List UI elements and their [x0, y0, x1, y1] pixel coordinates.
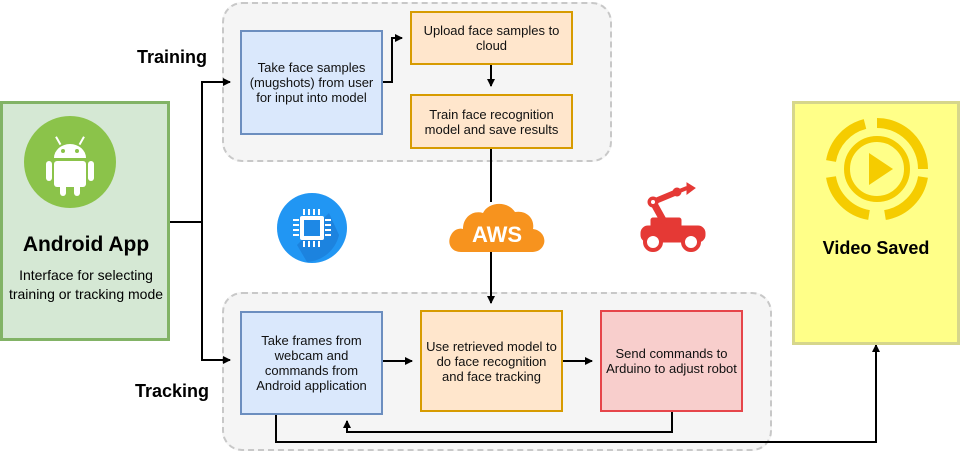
- video-play-icon: [826, 118, 928, 220]
- aws-text: AWS: [472, 222, 522, 247]
- take-face-samples-text: Take face samples (mugshots) from user f…: [249, 60, 374, 105]
- use-model-node: Use retrieved model to do face recogniti…: [420, 310, 563, 412]
- take-frames-text: Take frames from webcam and commands fro…: [256, 333, 367, 393]
- robot-arm-icon: [635, 180, 711, 256]
- train-model-text: Train face recognition model and save re…: [424, 106, 559, 137]
- chip-icon: [277, 193, 347, 263]
- upload-samples-node: Upload face samples to cloud: [410, 11, 573, 65]
- tracking-label: Tracking: [135, 381, 210, 401]
- take-frames-node: Take frames from webcam and commands fro…: [240, 311, 383, 415]
- send-commands-text: Send commands to Arduino to adjust robot: [606, 346, 737, 376]
- train-model-node: Train face recognition model and save re…: [410, 94, 573, 149]
- use-model-text: Use retrieved model to do face recogniti…: [426, 338, 557, 384]
- android-icon: [24, 116, 116, 208]
- android-app-description: Interface for selecting training or trac…: [8, 267, 164, 302]
- upload-samples-text: Upload face samples to cloud: [423, 23, 560, 53]
- android-app-box: [0, 101, 170, 341]
- training-label: Training: [137, 47, 208, 67]
- edge-app-to-training: [170, 78, 231, 223]
- take-face-samples-node: Take face samples (mugshots) from user f…: [240, 30, 383, 135]
- aws-cloud-icon: AWS: [449, 203, 545, 252]
- android-app-title: Android App: [22, 233, 150, 256]
- video-saved-title: Video Saved: [822, 238, 930, 258]
- send-commands-node: Send commands to Arduino to adjust robot: [600, 310, 743, 412]
